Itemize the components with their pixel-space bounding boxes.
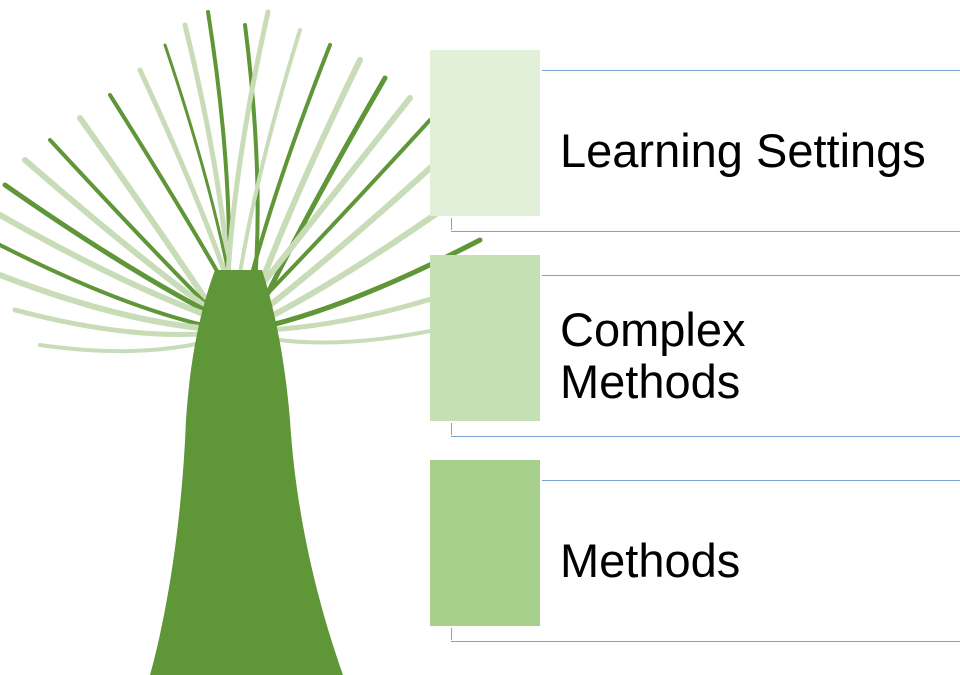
line-3-top: [542, 480, 960, 481]
item-label-2: Complex Methods: [560, 303, 746, 408]
bracket-2: [451, 423, 452, 435]
box-1: [430, 50, 540, 216]
line-2-top: [542, 275, 960, 276]
bracket-1: [451, 218, 452, 230]
tree-trunk: [150, 270, 343, 675]
line-3-bottom: [451, 641, 960, 642]
box-2: [430, 255, 540, 421]
item-label-3: Methods: [560, 534, 741, 587]
line-1-bottom: [451, 231, 960, 232]
line-2-bottom: [451, 436, 960, 437]
tree-logo-image: [0, 9, 483, 675]
item-label-1: Learning Settings: [560, 124, 926, 177]
box-3: [430, 460, 540, 626]
line-1-top: [542, 70, 960, 71]
bracket-3: [451, 628, 452, 640]
